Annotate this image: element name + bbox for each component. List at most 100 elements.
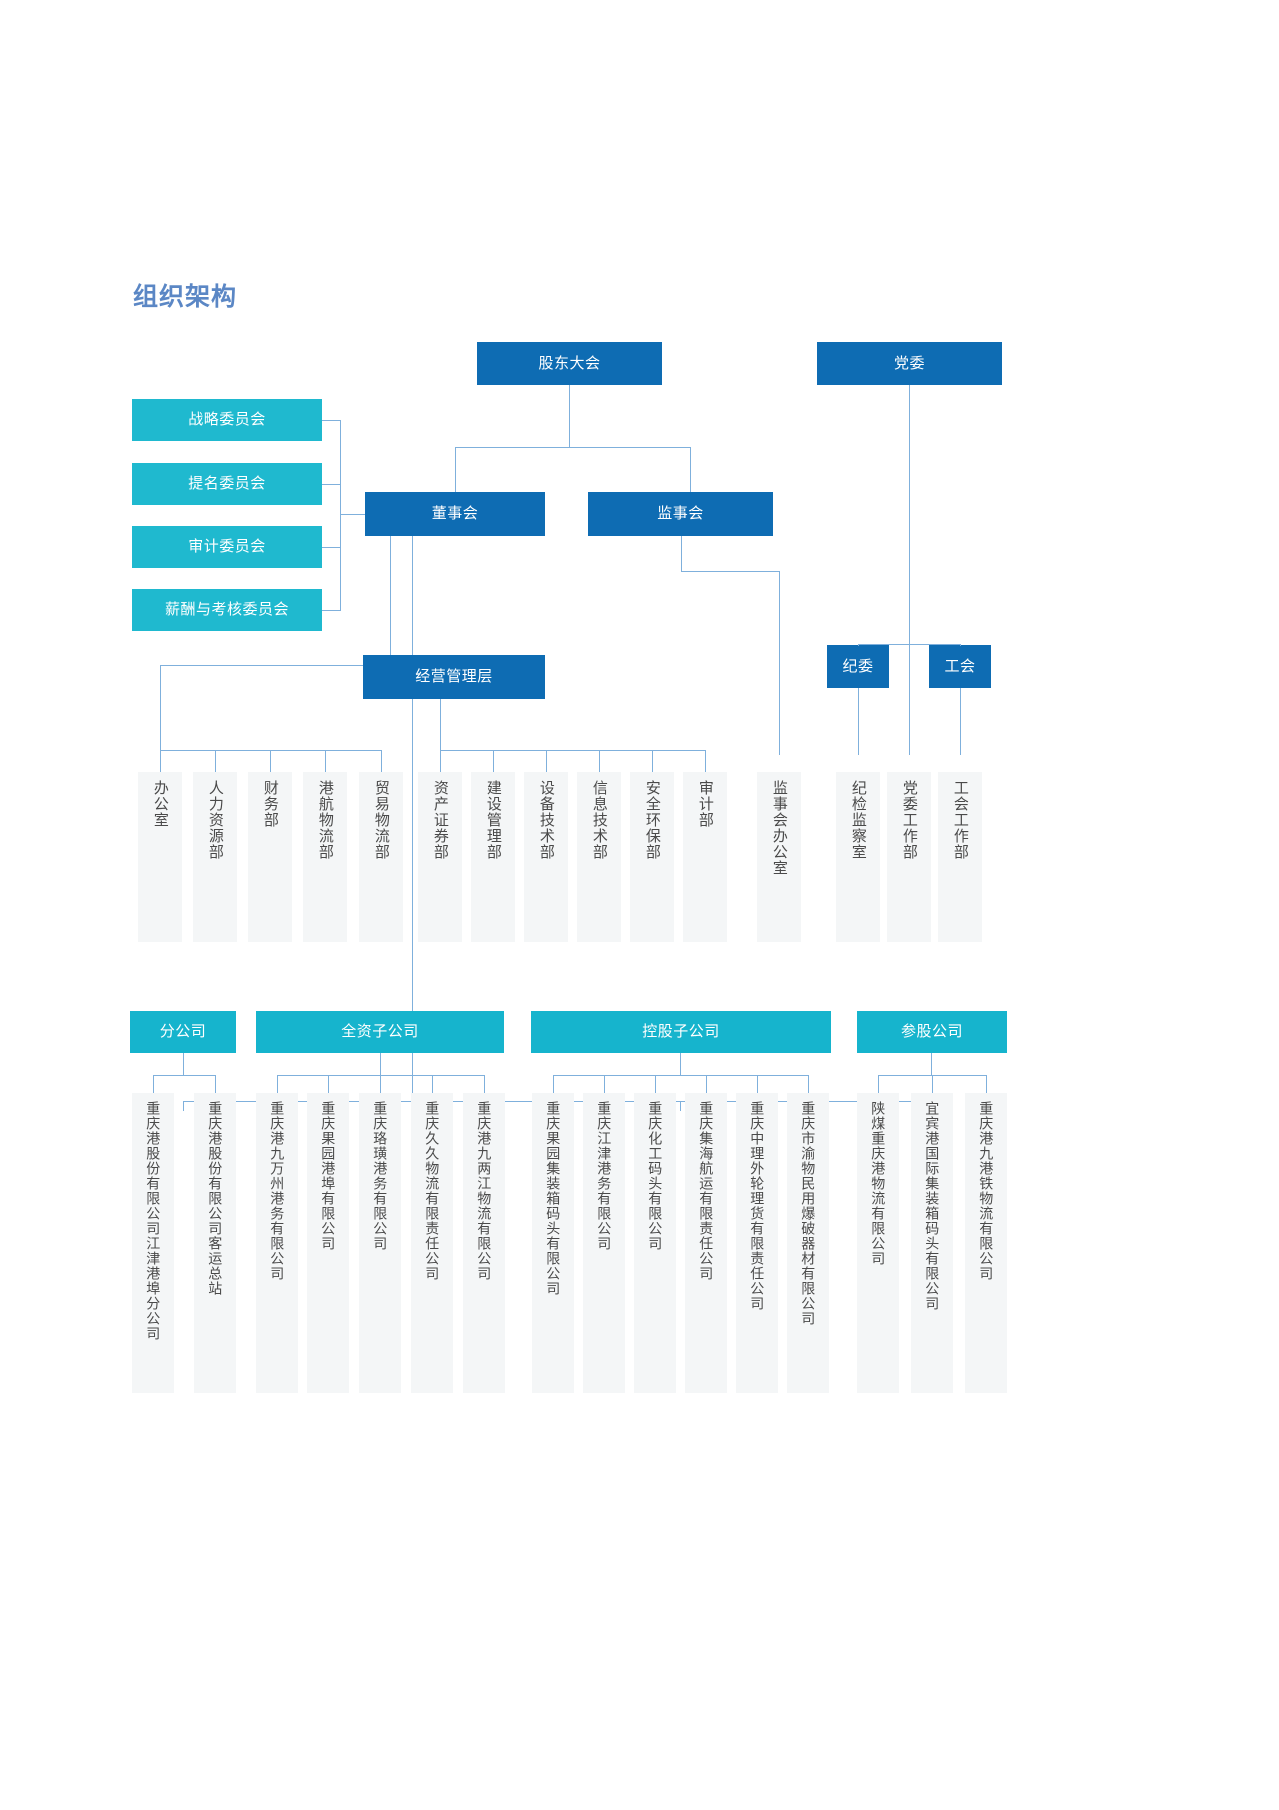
dept-column-office[interactable]: 办公室 [138, 772, 182, 942]
connector-controlled-child-6 [808, 1075, 809, 1093]
connector-sub-group-1 [183, 1101, 184, 1111]
subsidiary-column-controlled-3[interactable]: 重庆化工码头有限公司 [634, 1093, 676, 1393]
dept-column-discipline-inspection[interactable]: 纪检监察室 [836, 772, 880, 942]
connector-committee-1 [322, 420, 341, 421]
subsidiary-column-equity-1[interactable]: 陕煤重庆港物流有限公司 [857, 1093, 899, 1393]
connector-controlled-bus [553, 1075, 808, 1076]
dept-column-equipment-tech[interactable]: 设备技术部 [524, 772, 568, 942]
subsidiary-column-branch-2[interactable]: 重庆港股份有限公司客运总站 [194, 1093, 236, 1393]
connector-controlled-down [680, 1053, 681, 1075]
dept-column-asset-securities[interactable]: 资产证券部 [418, 772, 462, 942]
connector-branch-child-2 [215, 1075, 216, 1093]
dept-column-port-logistics[interactable]: 港航物流部 [303, 772, 347, 942]
dept-column-safety-env[interactable]: 安全环保部 [630, 772, 674, 942]
connector-sub-group-3 [680, 1101, 681, 1111]
connector-party-dept-down [909, 644, 910, 755]
node-board-of-supervisors[interactable]: 监事会 [588, 492, 773, 536]
connector-wholly-child-2 [328, 1075, 329, 1093]
subsidiary-column-controlled-6[interactable]: 重庆市渝物民用爆破器材有限公司 [787, 1093, 829, 1393]
connector-controlled-child-2 [604, 1075, 605, 1093]
connector-equity-child-1 [878, 1075, 879, 1093]
connector-wholly-child-5 [484, 1075, 485, 1093]
subsidiary-column-wholly-1[interactable]: 重庆港九万州港务有限公司 [256, 1093, 298, 1393]
dept-label: 建设管理部 [484, 780, 502, 860]
dept-column-hr[interactable]: 人力资源部 [193, 772, 237, 942]
dept-column-trade-logistics[interactable]: 贸易物流部 [359, 772, 403, 942]
dept-label: 办公室 [151, 780, 169, 828]
connector-to-supervisors [690, 447, 691, 493]
subsidiary-column-equity-3[interactable]: 重庆港九港铁物流有限公司 [965, 1093, 1007, 1393]
connector-branch-bus [153, 1075, 215, 1076]
subsidiary-column-controlled-2[interactable]: 重庆江津港务有限公司 [583, 1093, 625, 1393]
dept-label: 党委工作部 [900, 780, 918, 860]
connector-discipline-down [858, 688, 859, 755]
subsidiary-label: 重庆果园港埠有限公司 [320, 1101, 337, 1251]
subsidiary-column-equity-2[interactable]: 宜宾港国际集装箱码头有限公司 [911, 1093, 953, 1393]
dept-column-finance[interactable]: 财务部 [248, 772, 292, 942]
connector-wholly-down [380, 1053, 381, 1075]
connector-to-board [455, 447, 456, 493]
node-subsidiary-group-controlled[interactable]: 控股子公司 [531, 1011, 831, 1053]
node-committee-strategy[interactable]: 战略委员会 [132, 399, 322, 441]
connector-right-dept-5 [652, 750, 653, 772]
node-subsidiary-group-equity[interactable]: 参股公司 [857, 1011, 1007, 1053]
node-management[interactable]: 经营管理层 [363, 655, 545, 699]
subsidiary-label: 宜宾港国际集装箱码头有限公司 [924, 1101, 941, 1311]
node-board-of-directors[interactable]: 董事会 [365, 492, 545, 536]
node-labor-union[interactable]: 工会 [929, 645, 991, 688]
subsidiary-label: 重庆港九万州港务有限公司 [269, 1101, 286, 1281]
connector-controlled-child-4 [706, 1075, 707, 1093]
subsidiary-column-branch-1[interactable]: 重庆港股份有限公司江津港埠分公司 [132, 1093, 174, 1393]
dept-column-union-work[interactable]: 工会工作部 [938, 772, 982, 942]
connector-committee-bus [340, 420, 341, 611]
dept-label: 工会工作部 [951, 780, 969, 860]
connector-left-dept-3 [270, 750, 271, 772]
node-committee-nomination[interactable]: 提名委员会 [132, 463, 322, 505]
page-title: 组织架构 [133, 283, 238, 311]
node-committee-compensation[interactable]: 薪酬与考核委员会 [132, 589, 322, 631]
subsidiary-label: 重庆中理外轮理货有限责任公司 [749, 1101, 766, 1311]
node-discipline-committee[interactable]: 纪委 [827, 645, 889, 688]
subsidiary-label: 重庆港九两江物流有限公司 [476, 1101, 493, 1281]
connector-right-dept-4 [599, 750, 600, 772]
subsidiary-column-wholly-3[interactable]: 重庆珞璜港务有限公司 [359, 1093, 401, 1393]
connector-supervisors-down [681, 536, 682, 571]
dept-label: 贸易物流部 [372, 780, 390, 860]
dept-column-it[interactable]: 信息技术部 [577, 772, 621, 942]
connector-management-down [440, 699, 441, 750]
subsidiary-column-wholly-5[interactable]: 重庆港九两江物流有限公司 [463, 1093, 505, 1393]
subsidiary-label: 重庆港九港铁物流有限公司 [978, 1101, 995, 1281]
connector-board-left-elbow-h [160, 665, 391, 666]
connector-union-up [960, 644, 961, 646]
connector-wholly-child-3 [380, 1075, 381, 1093]
dept-column-party-work[interactable]: 党委工作部 [887, 772, 931, 942]
connector-left-dept-5 [381, 750, 382, 772]
node-subsidiary-group-wholly-owned[interactable]: 全资子公司 [256, 1011, 504, 1053]
subsidiary-label: 重庆集海航运有限责任公司 [698, 1101, 715, 1281]
connector-branch-child-1 [153, 1075, 154, 1093]
node-shareholders-meeting[interactable]: 股东大会 [477, 342, 662, 385]
connector-controlled-child-1 [553, 1075, 554, 1093]
connector-committee-3 [322, 547, 341, 548]
connector-wholly-child-4 [432, 1075, 433, 1093]
subsidiary-column-controlled-1[interactable]: 重庆果园集装箱码头有限公司 [532, 1093, 574, 1393]
subsidiary-column-wholly-4[interactable]: 重庆久久物流有限责任公司 [411, 1093, 453, 1393]
connector-controlled-child-5 [757, 1075, 758, 1093]
node-committee-audit[interactable]: 审计委员会 [132, 526, 322, 568]
connector-committee-bus-to-board [340, 514, 366, 515]
connector-shareholders-down [569, 385, 570, 447]
subsidiary-column-wholly-2[interactable]: 重庆果园港埠有限公司 [307, 1093, 349, 1393]
node-party-committee[interactable]: 党委 [817, 342, 1002, 385]
connector-board-spine [412, 536, 413, 1101]
subsidiary-column-controlled-4[interactable]: 重庆集海航运有限责任公司 [685, 1093, 727, 1393]
dept-column-supervisors-office[interactable]: 监事会办公室 [757, 772, 801, 942]
connector-right-dept-bus [440, 750, 706, 751]
connector-supervisors-h [681, 571, 779, 572]
connector-right-dept-2 [493, 750, 494, 772]
dept-column-audit[interactable]: 审计部 [683, 772, 727, 942]
dept-label: 信息技术部 [590, 780, 608, 860]
dept-column-construction[interactable]: 建设管理部 [471, 772, 515, 942]
node-subsidiary-group-branch[interactable]: 分公司 [130, 1011, 236, 1053]
dept-label: 安全环保部 [643, 780, 661, 860]
subsidiary-column-controlled-5[interactable]: 重庆中理外轮理货有限责任公司 [736, 1093, 778, 1393]
